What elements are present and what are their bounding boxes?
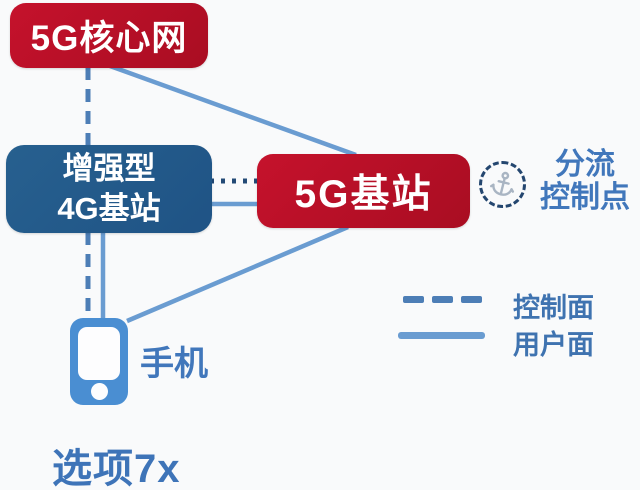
edge-5g-to-phone-user: [126, 224, 349, 324]
node-5g-bs-label: 5G基站: [294, 173, 433, 216]
node-5g-core-network: 5G核心网: [10, 3, 208, 68]
node-4g-label: 增强型 4G基站: [57, 149, 160, 229]
legend-dash-segment: [461, 296, 482, 303]
split-label-line1: 分流: [555, 148, 615, 181]
phone-icon: [70, 318, 128, 405]
split-control-point-label: 分流 控制点: [527, 148, 640, 214]
node-5g-core-label: 5G核心网: [30, 19, 188, 58]
legend-dash-segment: [432, 296, 453, 303]
legend-user-plane-label: 用户面: [513, 330, 594, 360]
phone-label: 手机: [140, 345, 208, 383]
legend-dashed-line-sample: [403, 296, 482, 303]
diagram-caption-option-7x: 选项7x: [52, 447, 181, 490]
node-4g-label-line1: 增强型: [62, 151, 156, 186]
phone-home-button: [90, 383, 108, 400]
phone-screen: [78, 327, 120, 380]
legend-solid-line-sample: [398, 332, 485, 339]
legend-dash-segment: [403, 296, 424, 303]
edge-core-to-5g-user: [109, 63, 357, 158]
anchor-icon: [489, 171, 514, 196]
split-control-point-marker: [479, 161, 526, 208]
node-5g-basestation: 5G基站: [257, 154, 470, 228]
legend-control-plane-label: 控制面: [513, 293, 594, 323]
split-label-line2: 控制点: [540, 181, 630, 214]
node-enhanced-4g-basestation: 增强型 4G基站: [6, 145, 212, 233]
node-4g-label-line2: 4G基站: [57, 191, 161, 226]
